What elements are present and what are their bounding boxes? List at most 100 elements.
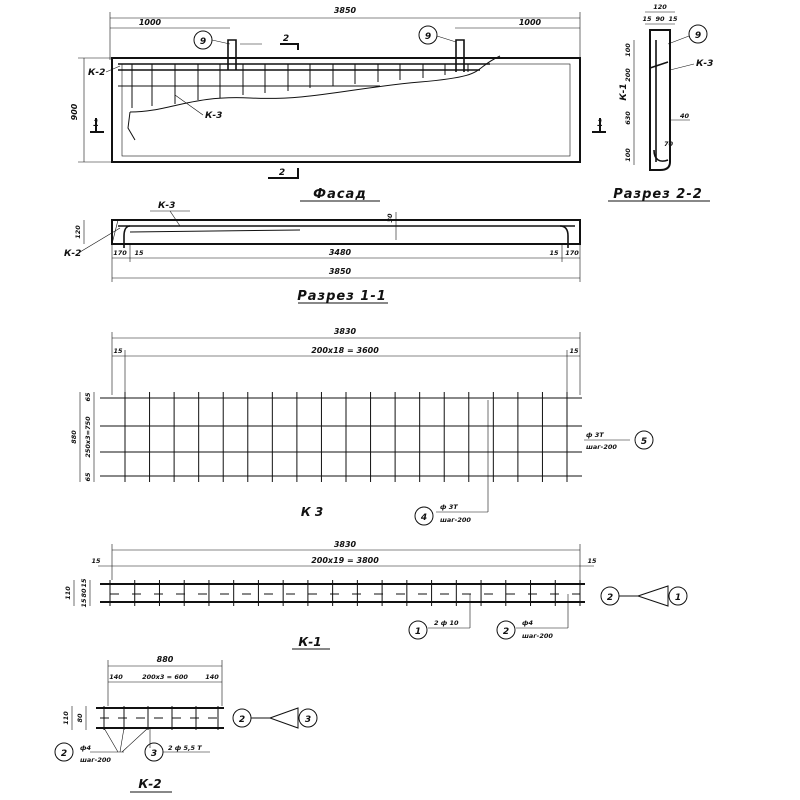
dim-k1-110: 110 [64,586,72,600]
bar5-step: шаг-200 [586,443,617,451]
leader [121,727,149,753]
bar1-spec: 2 ф 10 [434,619,459,627]
label-s22-k3: К-3 [696,59,713,69]
dim-k2-140b: 140 [205,673,219,681]
rebar-hook [653,149,669,162]
bar3-spec: 2 ф 5,5 Т [168,744,202,752]
label-s11-k3: К-3 [158,201,175,211]
section-body [649,29,671,171]
k3-vertical-bars [124,392,568,482]
dim-s11-15a: 15 [134,249,144,257]
dim-k3-vspacing: 250х3=750 [84,416,92,458]
lifting-loop-left [227,39,237,70]
k3-mesh-view: 3830 15 200х18 = 3600 15 880 65 250х3=75… [70,327,654,526]
weld-k2-right: 3 [305,715,311,725]
dim-k3-spacing: 200х18 = 3600 [311,346,379,355]
dim-k2-110: 110 [62,711,70,725]
k2-vertical-bars [103,706,219,730]
callout-9-right: 9 [425,32,431,42]
dim-s11-170b: 170 [565,249,579,257]
leader [169,210,181,227]
callout-5: 5 [641,437,647,447]
dim-s22-90: 90 [655,15,665,23]
dim-s22-15b: 15 [668,15,678,23]
title-section-2-2: Разрез 2-2 [613,187,703,202]
section-1-label-right: 1 [597,119,603,129]
section-2-label-bottom: 2 [279,168,285,178]
weld-triangle [268,707,299,729]
dim-s11-15b: 15 [549,249,559,257]
rebar-k3 [129,229,301,233]
dim-k1-spacing: 200х19 = 3800 [311,556,379,565]
section-1-label-left: 1 [93,119,99,129]
dim-s22-bottom: 100 [624,148,632,162]
leader [669,63,695,71]
dim-k1-80: 80 [80,588,88,598]
section-mark-1-left [90,118,104,133]
section-2-2-view: 120 15 90 15 100 200 630 100 40 70 К-1 К… [608,3,713,202]
section-mark-2-bottom [268,168,299,179]
break-line [127,111,136,141]
k3-horizontal-bars [100,397,582,477]
weld-triangle [636,585,669,607]
bar-k2-left-spec: ф4 [80,744,91,752]
leader [436,35,457,43]
hatch [111,219,119,245]
dim-k3-15a: 15 [113,347,123,355]
lifting-loop-right [455,39,465,72]
dim-k2-140a: 140 [109,673,123,681]
callout-4: 4 [420,513,427,523]
dim-s11-inner: 3480 [329,248,352,257]
leader [79,227,121,253]
dim-s22-100: 100 [624,43,632,57]
section-2-label-top: 2 [283,34,289,44]
dim-k2-spacing: 200х3 = 600 [142,673,188,681]
callout-circle [496,620,516,640]
leader [211,39,231,45]
rebar-end-left [123,225,131,248]
dim-s11-total: 3850 [329,267,352,276]
rebar-end-right [559,225,569,248]
facade-view: 3850 1000 1000 900 [70,6,606,202]
weld-k1-right: 1 [675,593,681,603]
callout-circle [634,430,654,450]
weld-k2-left: 2 [239,715,245,725]
bar-k2-left-step: шаг-200 [80,756,111,764]
panel-outline [111,57,581,163]
section11-body [111,219,581,245]
dim-s22-15a: 15 [642,15,652,23]
panel-inner-outline [121,63,571,157]
dim-s22-630: 630 [624,111,632,125]
section-1-1-view: К-3 К-2 120 30 170 15 3480 15 170 3850 Р… [64,201,581,304]
callout-circle [414,506,434,526]
dim-s11-30: 30 [386,213,394,223]
weld-circle [668,586,688,606]
dim-k2-total: 880 [157,655,174,664]
facade-mesh-verticals [131,64,469,108]
title-k2: К-2 [138,777,161,791]
dim-k2-80: 80 [76,713,84,723]
break-line [129,55,501,113]
bar4-spec: ф 3Т [440,503,458,511]
dim-s22-70: 70 [664,140,674,148]
dim-k1-15b: 15 [587,557,597,565]
label-k3: К-3 [205,111,222,121]
k1-vertical-bars [109,580,581,606]
dim-k3-65b: 65 [84,472,92,482]
callout-9-left: 9 [200,37,206,47]
dim-s11-120: 120 [74,225,82,239]
dim-k3-total: 3830 [334,327,357,336]
callout-circle [688,24,708,44]
dim-s11-170a: 170 [113,249,127,257]
callout-s22-9: 9 [695,31,701,41]
dim-s22-top: 120 [653,3,667,11]
weld-k1-left: 2 [607,593,613,603]
callout-circle [418,25,438,45]
dim-k3-65a: 65 [84,392,92,402]
title-facade: Фасад [313,187,367,202]
bar5-spec: ф 3Т [586,431,604,439]
dim-k3-height: 880 [70,430,78,444]
bar2-step: шаг-200 [522,632,553,640]
leader [667,35,690,45]
